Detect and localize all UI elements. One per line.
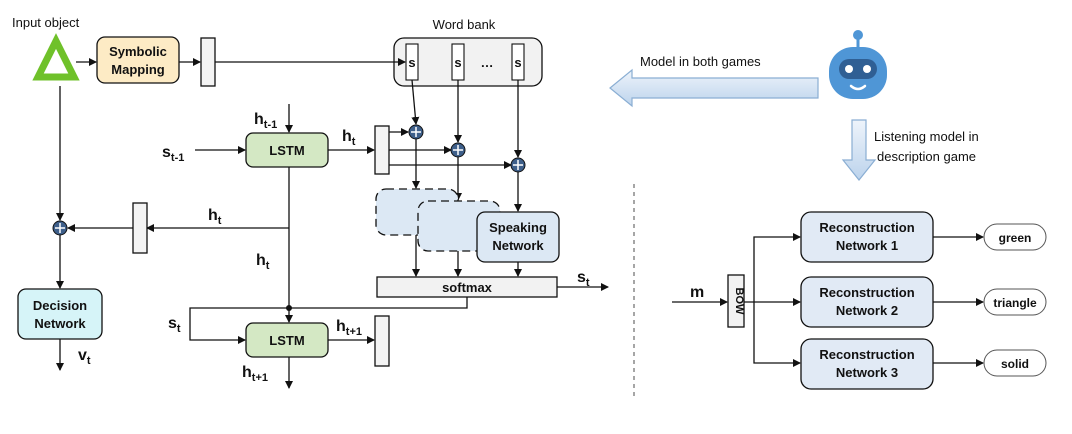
m-label: m xyxy=(690,284,704,301)
s-t-output-label: st xyxy=(577,269,590,289)
recon-network-2-line1: Reconstruction xyxy=(819,285,914,300)
plus-circle-left xyxy=(52,220,68,236)
bow-label: BOW xyxy=(733,288,745,316)
listening-label-1: Listening model in xyxy=(874,129,979,144)
model-both-arrow xyxy=(609,68,819,108)
speaking-network-line2: Network xyxy=(492,238,544,253)
output-triangle-pill xyxy=(983,288,1047,316)
junction-dot xyxy=(286,305,292,311)
plus-circle-2 xyxy=(450,142,466,158)
decision-network-box xyxy=(17,288,103,340)
model-both-label: Model in both games xyxy=(640,54,761,69)
s-t-label-lower: st xyxy=(168,315,181,335)
symbol-vector xyxy=(200,37,216,87)
h-t-label-mid: ht xyxy=(256,252,270,272)
word-slot-2-label: s xyxy=(454,55,461,70)
ht-vector xyxy=(374,125,390,175)
output-green-label: green xyxy=(999,231,1032,245)
recon-network-1-line2: Network 1 xyxy=(836,238,898,253)
arrow-bow-to-recon1 xyxy=(753,233,801,302)
htp1-vector xyxy=(374,315,390,367)
recon-network-3-box xyxy=(800,338,934,390)
word-bank-label: Word bank xyxy=(433,17,496,32)
listening-label-2: description game xyxy=(877,149,976,164)
output-triangle-label: triangle xyxy=(993,296,1037,310)
word-bank-ellipsis: … xyxy=(481,55,494,70)
arrow-softmax-feedback xyxy=(189,297,468,344)
plus-circle-1 xyxy=(408,124,424,140)
symbolic-mapping-line1: Symbolic xyxy=(109,44,167,59)
lstm-bottom-label: LSTM xyxy=(269,333,304,348)
word-slot-3-label: s xyxy=(514,55,521,70)
arrow-bow-to-recon3 xyxy=(753,302,801,367)
output-solid-label: solid xyxy=(1001,357,1029,371)
lstm-top-label: LSTM xyxy=(269,143,304,158)
recon-network-1-line1: Reconstruction xyxy=(819,220,914,235)
left-ht-vector xyxy=(132,202,148,254)
output-solid-pill xyxy=(983,349,1047,377)
speaking-network-line1: Speaking xyxy=(489,220,547,235)
v-t-label: vt xyxy=(78,347,91,367)
recon-network-2-line2: Network 2 xyxy=(836,303,898,318)
symbolic-mapping-line2: Mapping xyxy=(111,62,164,77)
softmax-label: softmax xyxy=(442,280,493,295)
output-green-pill xyxy=(983,223,1047,251)
h-tp1-label-bottom: ht+1 xyxy=(242,364,268,384)
input-object-label: Input object xyxy=(12,15,80,30)
recon-network-3-line2: Network 3 xyxy=(836,365,898,380)
h-tm1-label: ht-1 xyxy=(254,111,277,131)
h-t-label-right: ht xyxy=(342,128,356,148)
h-tp1-label-right: ht+1 xyxy=(336,318,362,338)
symbolic-mapping-box xyxy=(96,36,180,84)
plus-circle-3 xyxy=(510,157,526,173)
robot-icon xyxy=(829,30,887,99)
listening-arrow xyxy=(841,119,877,181)
arrow-slot1-to-plus xyxy=(411,79,420,125)
decision-network-line2: Network xyxy=(34,316,86,331)
recon-network-3-line1: Reconstruction xyxy=(819,347,914,362)
input-triangle-icon xyxy=(32,33,80,81)
word-slot-1-label: s xyxy=(408,55,415,70)
decision-network-line1: Decision xyxy=(33,298,87,313)
h-t-label-left: ht xyxy=(208,207,222,227)
bow-box xyxy=(727,274,745,328)
s-tm1-label: st-1 xyxy=(162,144,184,164)
